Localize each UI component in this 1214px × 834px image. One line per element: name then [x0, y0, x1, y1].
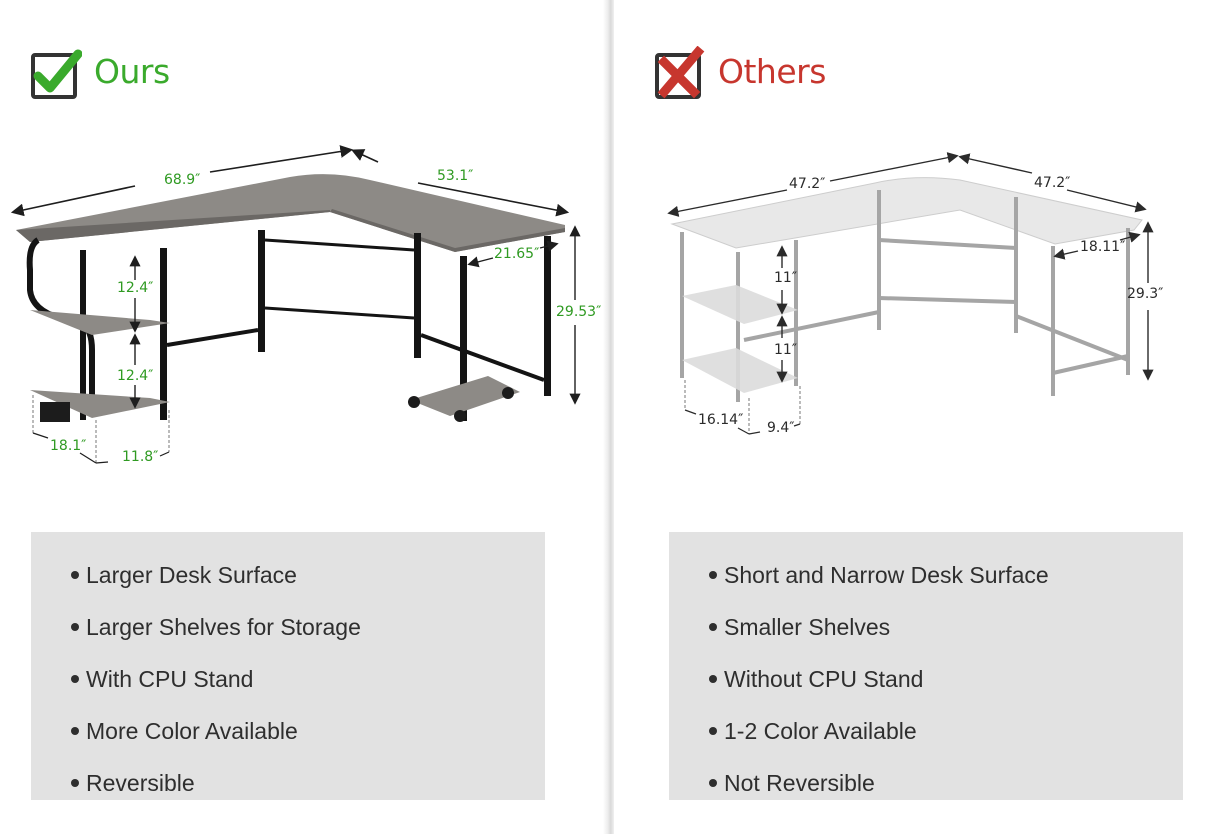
- x-mark-box-icon: [654, 45, 705, 99]
- bullet-icon: [709, 623, 717, 631]
- dim-shelf-gap-top: 11″: [774, 270, 798, 286]
- dim-shelf-gap-bottom: 12.4″: [117, 368, 154, 384]
- feature-item: With CPU Stand: [71, 653, 361, 705]
- others-desk-diagram: 47.2″ 47.2″ 18.11″ 29.3″ 11″ 11″ 16.14″ …: [660, 140, 1214, 450]
- dim-shelf-gap-bottom: 11″: [774, 342, 798, 358]
- dim-long-side: 68.9″: [164, 172, 201, 188]
- dim-depth: 18.11″: [1080, 239, 1126, 255]
- dim-height: 29.3″: [1127, 286, 1164, 302]
- bullet-icon: [709, 779, 717, 787]
- dim-long-side: 47.2″: [789, 176, 826, 192]
- feature-item: More Color Available: [71, 705, 361, 757]
- feature-item: Short and Narrow Desk Surface: [709, 549, 1049, 601]
- feature-item: 1-2 Color Available: [709, 705, 1049, 757]
- bullet-icon: [71, 623, 79, 631]
- ours-feature-list: Larger Desk Surface Larger Shelves for S…: [31, 532, 545, 800]
- ours-panel: Ours: [0, 0, 606, 834]
- bullet-icon: [709, 571, 717, 579]
- others-header: Others: [654, 45, 826, 99]
- others-feature-list: Short and Narrow Desk Surface Smaller Sh…: [669, 532, 1183, 800]
- ours-desk-illustration: [10, 145, 581, 464]
- bullet-icon: [71, 727, 79, 735]
- dim-shelf-length: 18.1″: [50, 438, 87, 454]
- bullet-icon: [71, 779, 79, 787]
- feature-item: Larger Desk Surface: [71, 549, 361, 601]
- dim-shelf-length: 16.14″: [698, 412, 744, 428]
- dim-shelf-width: 9.4″: [767, 420, 795, 436]
- others-title: Others: [718, 51, 826, 91]
- ours-title: Ours: [94, 51, 170, 91]
- panel-divider: [603, 0, 617, 834]
- dim-short-side: 53.1″: [437, 168, 474, 184]
- ours-desk-diagram: 68.9″ 53.1″ 21.65″ 29.53″ 12.4″ 12.4″ 18…: [0, 140, 606, 480]
- checkmark-box-icon: [30, 46, 83, 99]
- bullet-icon: [71, 675, 79, 683]
- feature-item: Smaller Shelves: [709, 601, 1049, 653]
- others-desk-illustration: [667, 152, 1154, 435]
- feature-item: Not Reversible: [709, 757, 1049, 809]
- bullet-icon: [709, 675, 717, 683]
- dim-height: 29.53″: [556, 304, 602, 320]
- ours-header: Ours: [30, 46, 170, 99]
- dim-shelf-gap-top: 12.4″: [117, 280, 154, 296]
- bullet-icon: [709, 727, 717, 735]
- bullet-icon: [71, 571, 79, 579]
- dim-shelf-width: 11.8″: [122, 449, 159, 465]
- feature-item: Larger Shelves for Storage: [71, 601, 361, 653]
- others-panel: Others: [614, 0, 1214, 834]
- feature-item: Reversible: [71, 757, 361, 809]
- dim-depth: 21.65″: [494, 246, 540, 262]
- dim-short-side: 47.2″: [1034, 175, 1071, 191]
- feature-item: Without CPU Stand: [709, 653, 1049, 705]
